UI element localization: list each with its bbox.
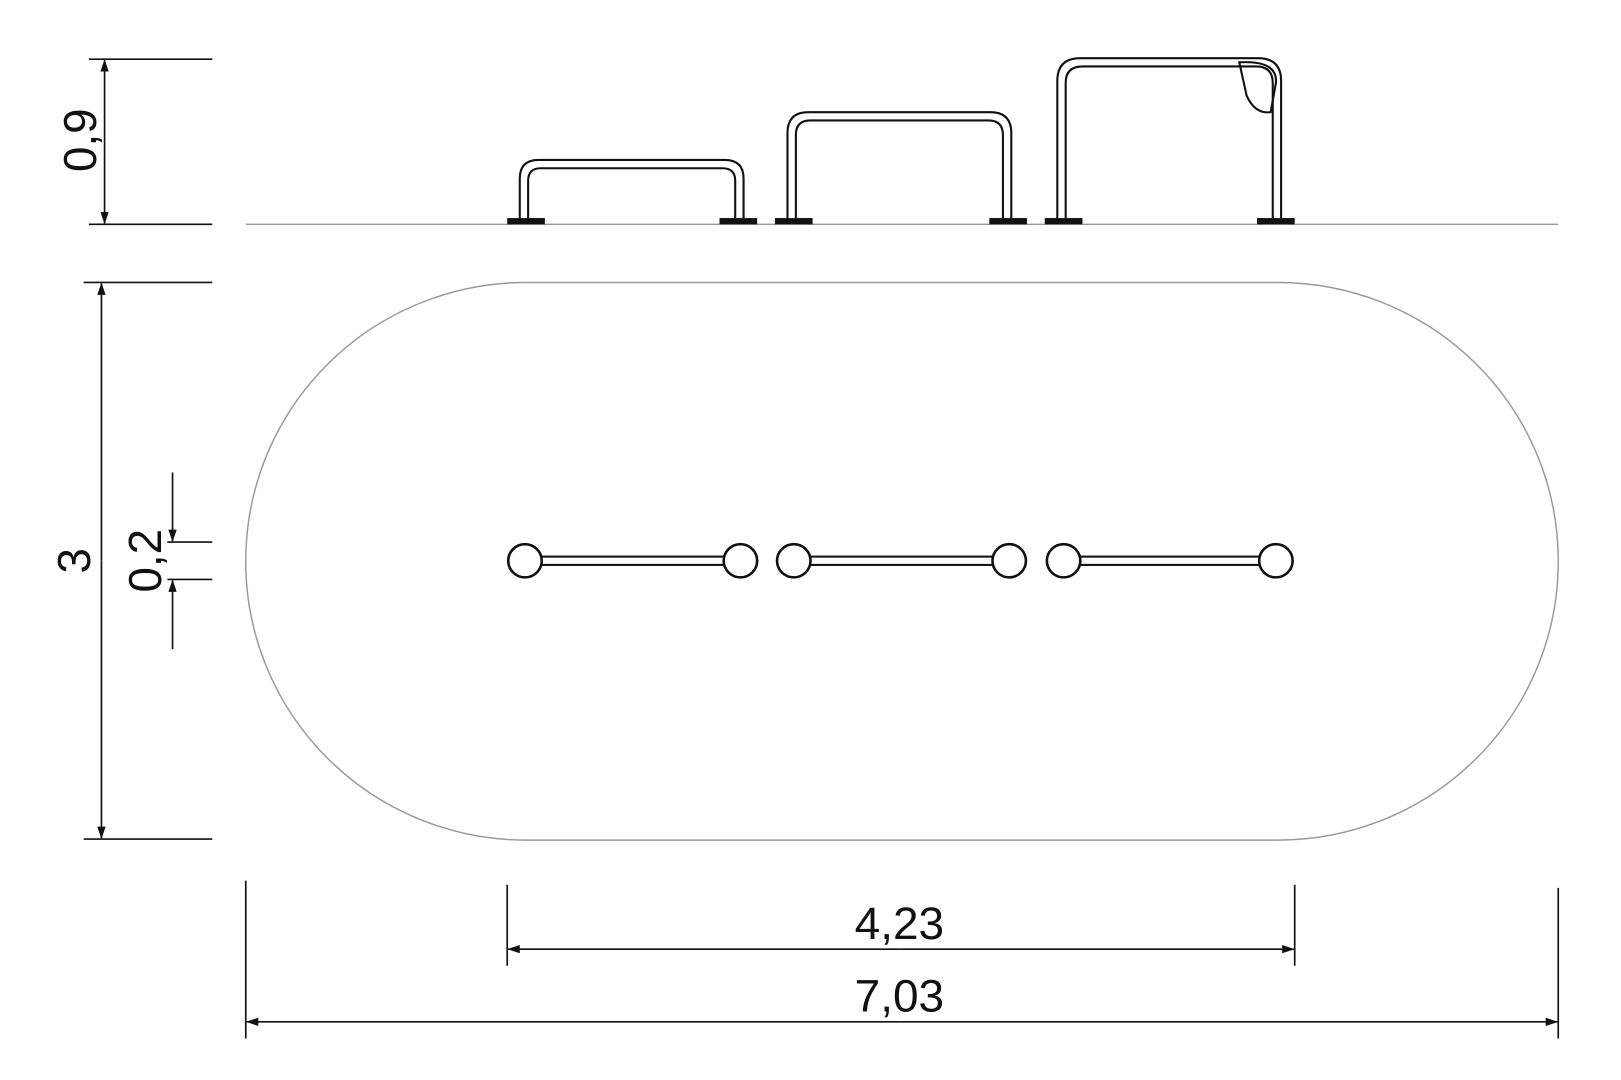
dim-equipment-length-label: 4,23 — [855, 897, 945, 949]
plan-bars — [506, 542, 1294, 579]
dim-area-length: 7,03 — [244, 880, 1560, 1039]
dim-height: 0,9 — [54, 58, 213, 226]
dim-area-width-label: 3 — [48, 548, 100, 573]
bar-low — [507, 158, 758, 225]
plan-view: 3 0,2 4,23 7,03 — [48, 281, 1560, 1039]
dim-equipment-length: 4,23 — [506, 884, 1296, 966]
dim-bar-spacing-label: 0,2 — [119, 529, 171, 593]
dim-height-label: 0,9 — [54, 108, 106, 172]
bar-mid — [774, 111, 1027, 225]
elevation-view: 0,9 — [54, 57, 1559, 226]
bar-high — [1044, 57, 1295, 225]
dim-bar-spacing: 0,2 — [119, 472, 213, 650]
dim-area-width: 3 — [48, 281, 213, 840]
dim-area-length-label: 7,03 — [855, 970, 945, 1022]
safety-area-outline — [245, 281, 1559, 841]
handle-icon — [1237, 61, 1277, 114]
